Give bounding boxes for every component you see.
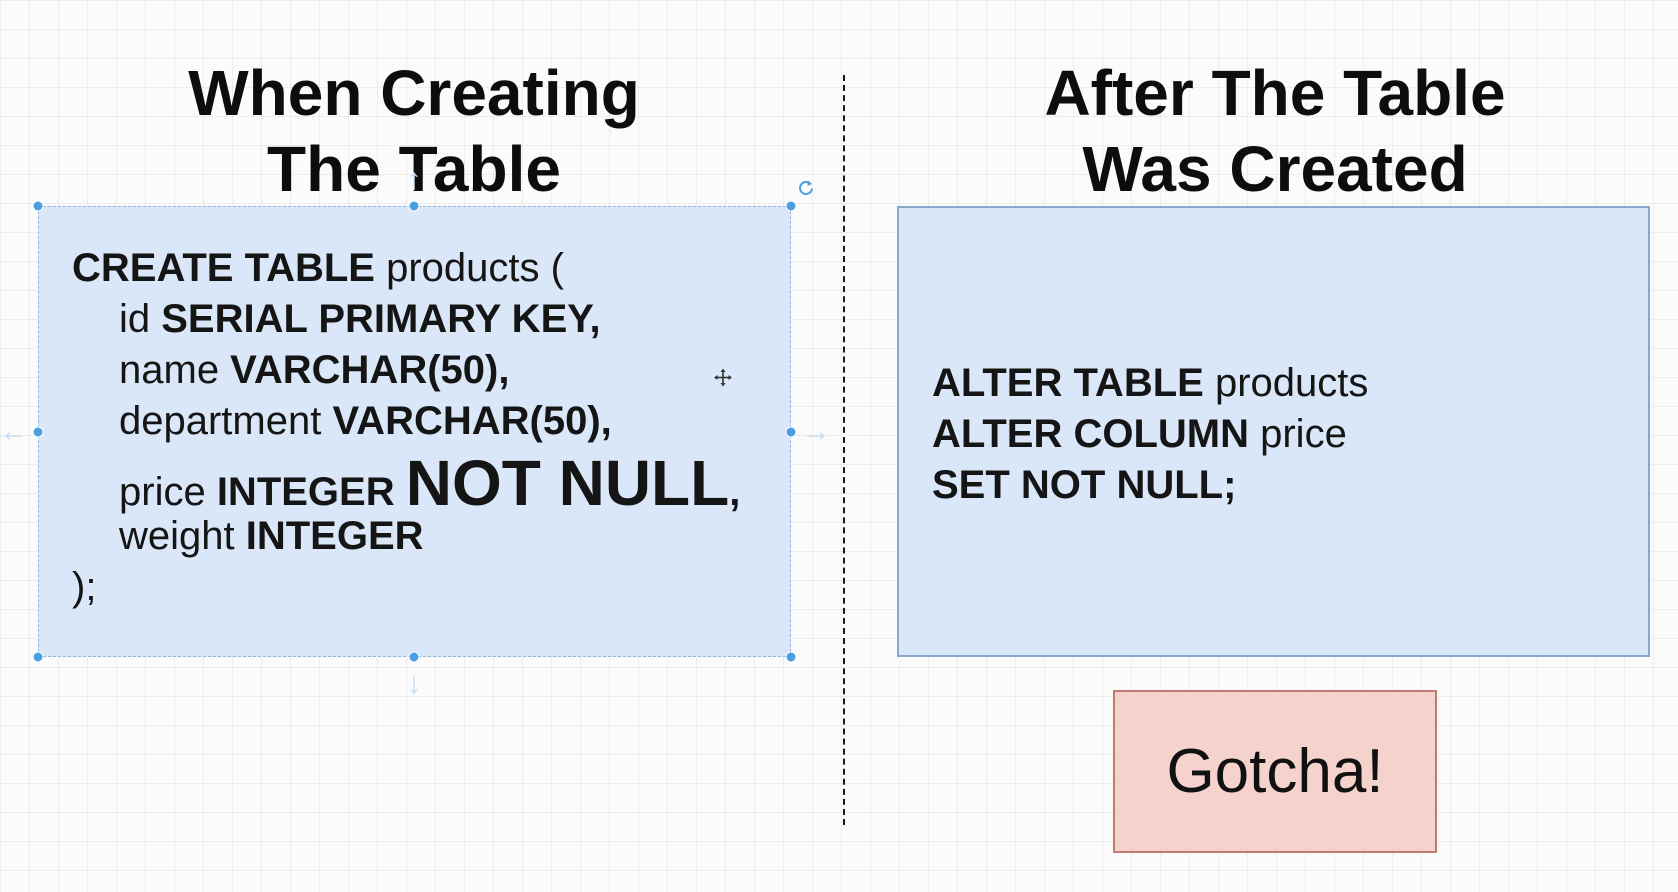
sql-keyword: ALTER COLUMN (932, 412, 1249, 456)
code-line: department VARCHAR(50), (72, 396, 740, 447)
code-line: SET NOT NULL; (932, 460, 1368, 511)
rotate-icon[interactable] (797, 179, 815, 202)
alter-table-box[interactable]: ALTER TABLE products ALTER COLUMN price … (897, 206, 1650, 657)
sql-text: products (1203, 361, 1369, 405)
code-line: price INTEGER NOT NULL, (72, 447, 741, 519)
code-line: name VARCHAR(50), (72, 345, 740, 396)
resize-handle-right[interactable] (785, 426, 797, 438)
create-table-code: CREATE TABLE products ( id SERIAL PRIMAR… (72, 243, 740, 613)
gotcha-callout[interactable]: Gotcha! (1113, 690, 1437, 853)
column-type: VARCHAR(50), (332, 399, 612, 443)
resize-handle-top[interactable] (408, 200, 420, 212)
not-null-emphasis: NOT NULL (405, 447, 730, 519)
left-heading: When Creating The Table (40, 55, 788, 207)
code-line: ); (72, 565, 97, 609)
resize-handle-bottom[interactable] (408, 651, 420, 663)
resize-handle-left[interactable] (32, 426, 44, 438)
column-name: name (119, 348, 231, 392)
dashed-divider (843, 75, 845, 825)
alter-table-code: ALTER TABLE products ALTER COLUMN price … (932, 358, 1368, 511)
sql-text: products ( (374, 246, 564, 290)
column-name: id (119, 297, 162, 341)
code-line: ALTER COLUMN price (932, 409, 1368, 460)
right-heading-line-1: After The Table (1044, 57, 1506, 129)
code-line: ALTER TABLE products (932, 358, 1368, 409)
resize-handle-bottom-right[interactable] (785, 651, 797, 663)
column-name: price (119, 470, 217, 514)
code-line: id SERIAL PRIMARY KEY, (72, 294, 740, 345)
gotcha-label: Gotcha! (1166, 737, 1384, 806)
resize-arrow-up-icon[interactable]: ↑ (406, 163, 422, 196)
code-line: weight INTEGER (72, 511, 740, 562)
column-type: VARCHAR(50), (230, 348, 510, 392)
left-heading-line-2: The Table (267, 133, 561, 205)
column-name: weight (119, 514, 246, 558)
column-type: SERIAL PRIMARY KEY, (161, 297, 601, 341)
column-type: INTEGER (216, 470, 406, 514)
sql-text: price (1249, 412, 1347, 456)
move-cursor-icon (714, 368, 732, 392)
resize-arrow-down-icon[interactable]: ↓ (406, 667, 422, 700)
right-heading-line-2: Was Created (1082, 133, 1468, 205)
create-table-box[interactable]: CREATE TABLE products ( id SERIAL PRIMAR… (38, 206, 791, 657)
resize-arrow-left-icon[interactable]: ← (0, 415, 29, 448)
sql-keyword: ALTER TABLE (932, 361, 1204, 405)
sql-keyword: SET NOT NULL; (932, 463, 1237, 507)
column-name: department (119, 399, 333, 443)
resize-handle-bottom-left[interactable] (32, 651, 44, 663)
code-line: CREATE TABLE products ( (72, 243, 740, 294)
resize-handle-top-left[interactable] (32, 200, 44, 212)
column-type: INTEGER (245, 514, 424, 558)
sql-keyword: CREATE TABLE (72, 246, 375, 290)
resize-arrow-right-icon[interactable]: → (801, 415, 831, 448)
left-heading-line-1: When Creating (188, 57, 640, 129)
right-heading: After The Table Was Created (895, 55, 1655, 207)
resize-handle-top-right[interactable] (785, 200, 797, 212)
column-comma: , (729, 470, 741, 514)
